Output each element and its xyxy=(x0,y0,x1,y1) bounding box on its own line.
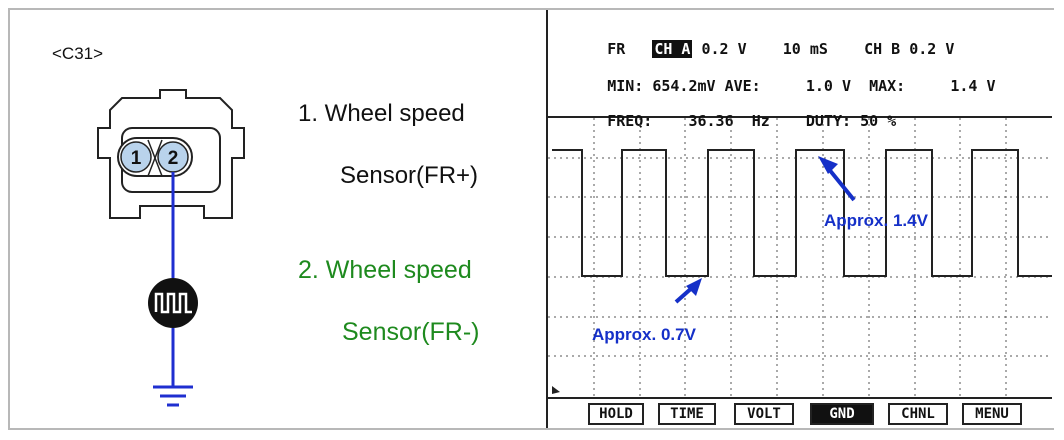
time-button[interactable]: TIME xyxy=(658,403,716,425)
annotation-high: Approx. 1.4V xyxy=(824,211,929,230)
volt-button[interactable]: VOLT xyxy=(734,403,794,425)
arrow-low-icon xyxy=(674,278,702,304)
annotation-low: Approx. 0.7V xyxy=(592,325,697,344)
pin-1-label: 1 xyxy=(131,148,142,169)
ch-a-label: CH A xyxy=(652,40,693,58)
scope-readout: FR CH A 0.2 V 10 mS CH B 0.2 V MIN: 654.… xyxy=(548,10,1052,130)
duty-label: DUTY: xyxy=(805,112,852,130)
ch-a-scale: 0.2 V xyxy=(701,40,747,58)
ground-icon xyxy=(153,385,193,407)
pin2-description-line1: 2. Wheel speed xyxy=(298,256,472,284)
trigger-marker-icon xyxy=(552,386,560,394)
menu-button[interactable]: MENU xyxy=(962,403,1022,425)
readout-row-2: MIN: 654.2mV AVE: 1.0 V MAX: 1.4 V xyxy=(553,59,996,113)
time-scale: 10 mS xyxy=(782,40,828,58)
oscilloscope-screen: FR CH A 0.2 V 10 mS CH B 0.2 V MIN: 654.… xyxy=(546,10,1054,428)
gnd-button[interactable]: GND xyxy=(810,403,874,425)
freq-unit: Hz xyxy=(751,112,770,130)
freq-value: 36.36 xyxy=(688,112,734,130)
pin-1 xyxy=(120,141,152,173)
pin2-description-line2: Sensor(FR-) xyxy=(342,318,480,346)
pin-2-label: 2 xyxy=(168,148,179,169)
connector-label: <C31> xyxy=(52,44,104,63)
min-value: 654.2mV xyxy=(652,77,716,95)
ave-label: AVE: xyxy=(724,77,761,95)
duty-value: 50 % xyxy=(860,112,897,130)
hold-button[interactable]: HOLD xyxy=(588,403,644,425)
connector-diagram: 1 2 xyxy=(97,89,245,407)
pin-divider xyxy=(147,139,163,177)
min-label: MIN: xyxy=(607,77,644,95)
ave-value: 1.0 V xyxy=(805,77,852,95)
ch-b-scale: CH B 0.2 V xyxy=(864,40,955,58)
max-label: MAX: xyxy=(869,77,906,95)
arrow-high-icon xyxy=(818,156,856,202)
waveform-area: Approx. 1.4V Approx. 0.7V xyxy=(548,118,1052,396)
pulse-sensor-icon xyxy=(148,278,198,328)
readout-row-1: FR CH A 0.2 V 10 mS CH B 0.2 V xyxy=(553,22,954,76)
scope-grid xyxy=(548,118,1052,396)
pin1-description-line2: Sensor(FR+) xyxy=(340,162,479,189)
channel-name: FR xyxy=(607,40,626,58)
freq-label: FREQ: xyxy=(607,112,653,130)
readout-row-3: FREQ: 36.36 Hz DUTY: 50 % xyxy=(553,94,896,148)
scope-button-bar: HOLD TIME VOLT GND CHNL MENU xyxy=(548,397,1052,429)
connector-panel: <C31> 1 2 1. Wheel speed Sensor(FR+) 2. … xyxy=(10,10,546,428)
chnl-button[interactable]: CHNL xyxy=(888,403,948,425)
square-waveform xyxy=(552,149,1052,277)
pin1-description-line1: 1. Wheel speed xyxy=(298,100,465,127)
max-value: 1.4 V xyxy=(950,77,996,95)
